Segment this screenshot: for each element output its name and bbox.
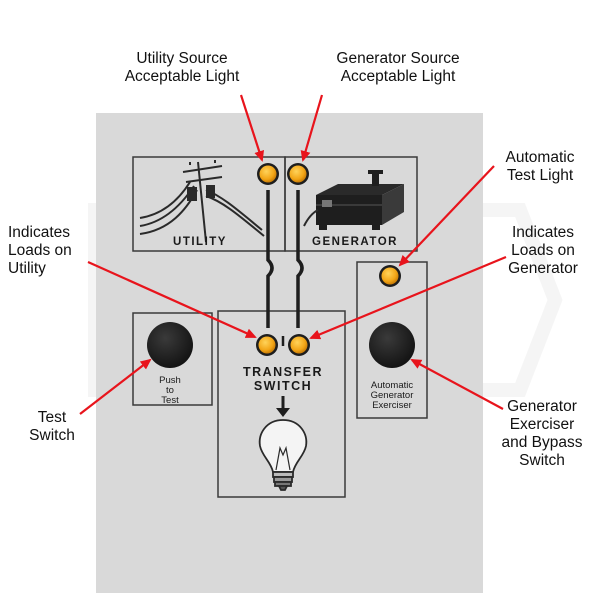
utility-pole-icon bbox=[139, 160, 265, 243]
utility-source-light bbox=[257, 163, 279, 185]
arrow-loads-generator bbox=[309, 255, 507, 340]
exerciser-box bbox=[356, 261, 428, 419]
arrow-test-switch bbox=[79, 358, 152, 415]
callout-loads-on-utility: Indicates Loads on Utility bbox=[8, 224, 72, 277]
callout-loads-on-generator: Indicates Loads on Generator bbox=[508, 224, 578, 277]
push-to-test-label: Push to Test bbox=[159, 375, 181, 406]
arrow-utility-source bbox=[239, 94, 264, 162]
automatic-test-light bbox=[379, 265, 401, 287]
light-bulb-icon bbox=[258, 419, 308, 491]
generator-box bbox=[284, 156, 418, 252]
utility-label: UTILITY bbox=[173, 236, 227, 248]
exerciser-button[interactable] bbox=[369, 322, 415, 368]
arrow-generator-source bbox=[300, 94, 324, 162]
push-to-test-button[interactable] bbox=[147, 322, 193, 368]
exerciser-label: Automatic Generator Exerciser bbox=[370, 380, 414, 411]
loads-on-generator-light bbox=[288, 334, 310, 356]
callout-generator-source: Generator Source Acceptable Light bbox=[336, 50, 460, 85]
transfer-switch-box bbox=[217, 310, 346, 498]
loads-on-utility-light bbox=[256, 334, 278, 356]
transfer-switch-label: TRANSFER SWITCH bbox=[242, 365, 324, 393]
arrow-exerciser bbox=[410, 359, 504, 410]
callout-exerciser-bypass: Generator Exerciser and Bypass Switch bbox=[501, 398, 583, 469]
callout-test-switch: Test Switch bbox=[29, 409, 75, 444]
arrow-loads-utility bbox=[87, 260, 257, 339]
generator-icon bbox=[303, 170, 404, 230]
arrow-automatic-test bbox=[398, 165, 495, 267]
callout-utility-source: Utility Source Acceptable Light bbox=[124, 50, 240, 85]
wiring bbox=[266, 190, 304, 346]
push-to-test-box bbox=[132, 312, 213, 406]
generator-label: GENERATOR bbox=[312, 236, 398, 248]
generator-source-light bbox=[287, 163, 309, 185]
callout-automatic-test: Automatic Test Light bbox=[505, 149, 575, 184]
callout-arrows bbox=[79, 94, 507, 415]
down-arrow-icon bbox=[276, 396, 290, 417]
